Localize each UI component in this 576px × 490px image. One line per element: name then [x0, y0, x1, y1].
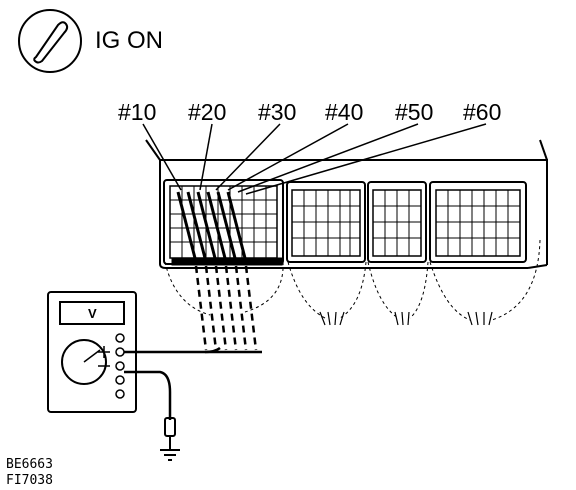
- figure-code: BE6663: [6, 457, 53, 472]
- terminal-label: #30: [258, 99, 296, 125]
- ground-probe: [164, 417, 176, 450]
- terminal-label: #20: [188, 99, 226, 125]
- probe-leads: [176, 191, 248, 263]
- terminal-label: #50: [395, 99, 433, 125]
- figure-code: FI7038: [6, 473, 53, 488]
- connector-3: [367, 181, 427, 263]
- meter-polarity-marks: [98, 346, 110, 367]
- terminal-label: #40: [325, 99, 363, 125]
- ecu-housing: [145, 139, 548, 269]
- connector-2: [286, 181, 366, 263]
- connector-4: [429, 181, 527, 263]
- probe-lead-cables: [194, 265, 258, 351]
- terminal-labels: #10 #20 #30 #40 #50 #60: [118, 99, 501, 125]
- wire-harness-bundles: [164, 239, 541, 321]
- meter-ground-lead: [124, 370, 172, 420]
- ignition-key-icon: [18, 9, 82, 73]
- meter-positive-lead: [124, 346, 262, 354]
- ground-symbol-icon: [160, 449, 180, 461]
- wire-ends: [319, 311, 493, 326]
- ignition-status-label: IG ON: [95, 27, 163, 54]
- voltmeter-mode-label: V: [88, 306, 97, 321]
- terminal-label: #10: [118, 99, 156, 125]
- terminal-label: #60: [463, 99, 501, 125]
